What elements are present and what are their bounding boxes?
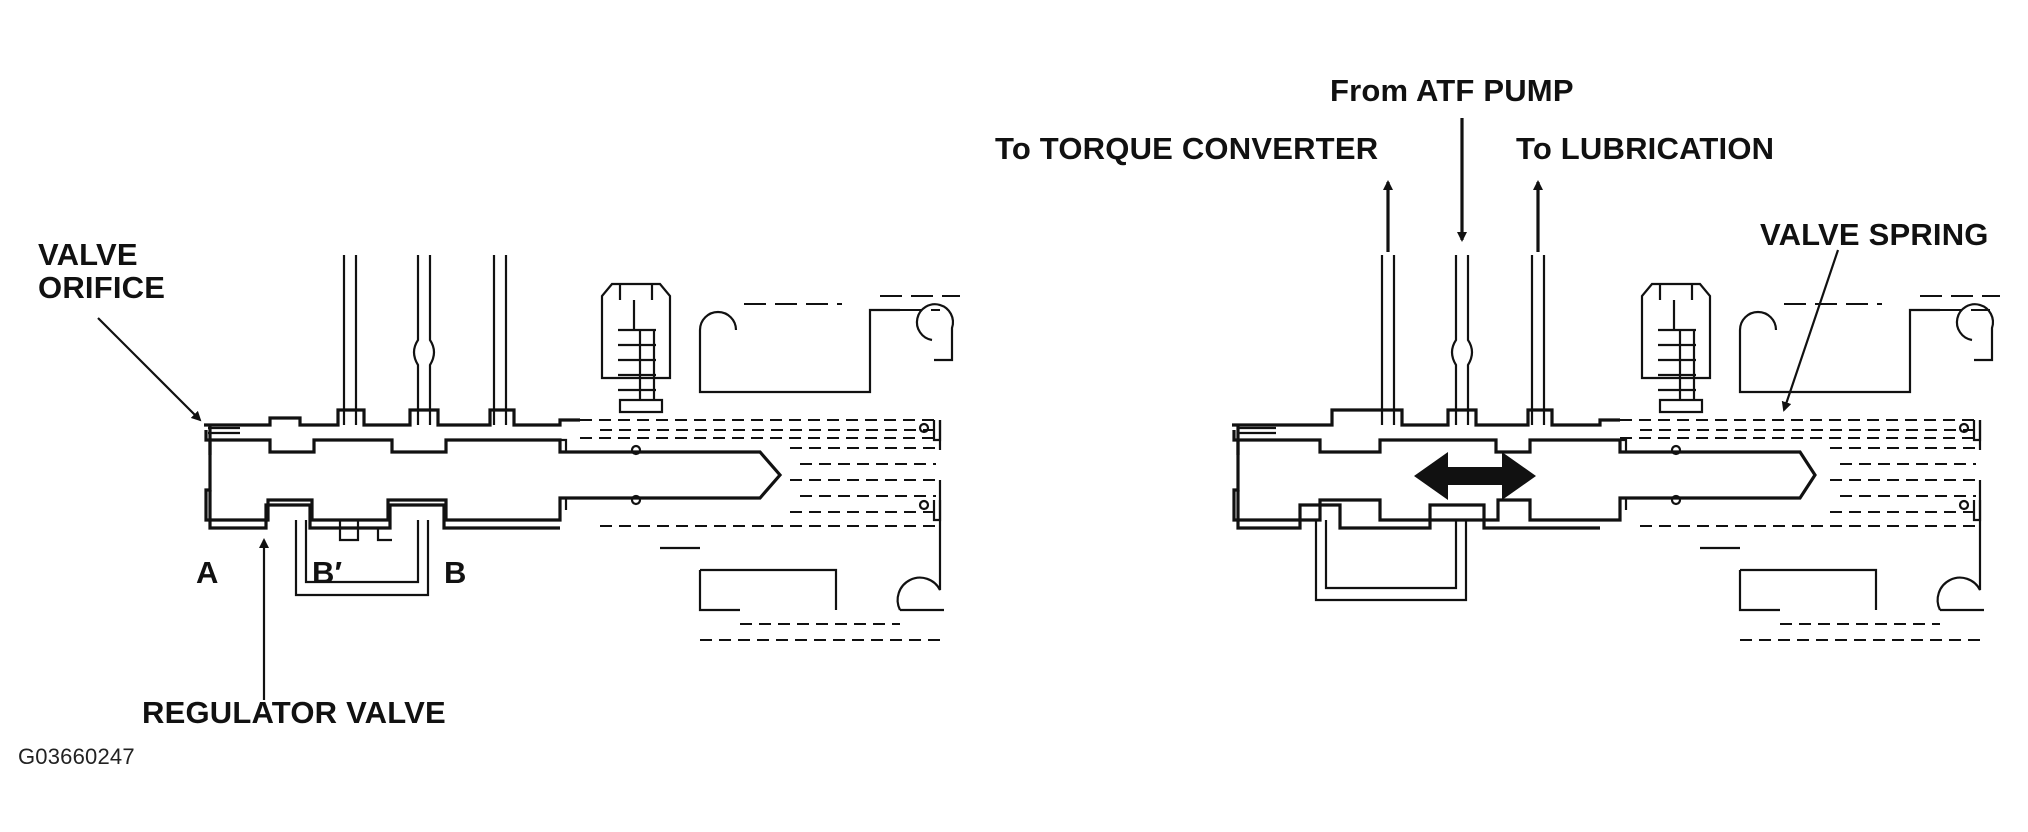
to-lubrication-label: To LUBRICATION: [1516, 131, 1775, 166]
movement-double-arrow-icon: [1414, 452, 1536, 500]
valve-spring-arrow-icon: [1781, 249, 1840, 412]
left-b-passage: [294, 520, 430, 597]
right-valve-assembly: [1232, 118, 2000, 641]
right-bolt: [1640, 282, 1712, 414]
regulator-valve-label: REGULATOR VALVE: [142, 695, 446, 730]
figure-code: G03660247: [18, 744, 135, 769]
port-b-label: B: [444, 555, 467, 590]
right-body-top: [1232, 408, 1620, 455]
left-bolt: [600, 282, 672, 414]
left-housing: [698, 308, 900, 394]
port-a-label: A: [196, 555, 219, 590]
right-spool: [1232, 430, 1817, 522]
right-body-bottom: [1236, 490, 1600, 530]
right-vertical-ports: [1380, 255, 1546, 425]
valve-orifice-label: VALVE ORIFICE: [38, 237, 166, 305]
left-vertical-ports: [342, 255, 508, 425]
left-orifice: [208, 426, 240, 435]
valve-orifice-arrow-icon: [97, 317, 202, 422]
valve-spring-label: VALVE SPRING: [1760, 217, 1989, 252]
left-valve-assembly: [97, 255, 960, 700]
left-body-bottom: [208, 490, 560, 530]
left-spool: [204, 430, 783, 522]
to-torque-converter-label: To TORQUE CONVERTER: [995, 131, 1379, 166]
from-atf-pump-label: From ATF PUMP: [1330, 73, 1574, 108]
port-b-prime-label: B′: [312, 555, 343, 590]
